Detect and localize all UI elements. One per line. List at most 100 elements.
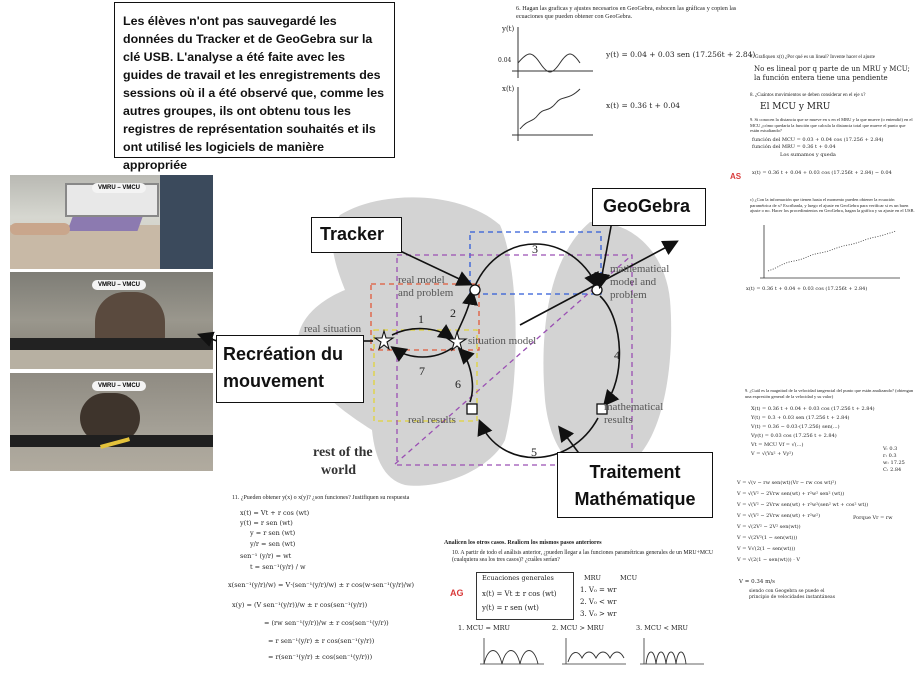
answer-7: No es lineal por q parte de un MRU y MCU… — [754, 65, 910, 82]
deriv-1: V = √(v − rw sen(wt)(Vr − rw cos wt)²) — [737, 480, 837, 486]
math-world-blob — [543, 221, 672, 474]
arrow-3 — [474, 243, 599, 289]
deriv-7: V = V√(2(1 − sen(wt))) — [737, 546, 796, 552]
label-situation-model: situation model — [468, 335, 537, 347]
const-c: C: 2.84 — [883, 467, 902, 473]
yx-line-9: = (rw sen⁻¹(y/r))/w ± r cos(sen⁻¹(y/r)) — [264, 619, 389, 627]
node-real-results — [466, 403, 478, 415]
arrow-4 — [599, 295, 621, 407]
arrow-7 — [390, 346, 453, 362]
deriv-5: V = √(2V² − 2V² sen(wt)) — [737, 524, 801, 530]
line-f5: x(t) = 0.36 t + 0.04 + 0.03 cos (17.256t… — [746, 286, 868, 292]
const-w: w: 17.25 — [883, 460, 905, 466]
line-f3: Los sumamos y queda — [780, 152, 836, 158]
node-real-situation — [373, 328, 395, 351]
yx-line-3: y = r sen (wt) — [250, 529, 296, 537]
real-world-blob — [297, 197, 516, 486]
worksheet-bottom-left: 11. ¿Pueden obtener y(x) o x(y)? ¿son fu… — [220, 495, 435, 673]
context-note-text: Les élèves n'ont pas sauvegardé les donn… — [123, 14, 385, 172]
arrow-1 — [391, 324, 455, 340]
vel-line-1: X(t) = 0.36 t + 0.04 + 0.03 cos (17.256 … — [751, 406, 875, 412]
arrow-2 — [456, 288, 478, 334]
equation-box — [476, 572, 574, 620]
tracker-pointer — [397, 249, 473, 286]
col-mcu: MCU — [620, 574, 638, 582]
step-7: 7 — [419, 364, 425, 378]
axis-x-label: x(t) — [502, 85, 515, 93]
axis-tick: 0.04 — [498, 57, 512, 64]
equation-x: x(t) = 0.36 t + 0.04 — [606, 101, 680, 110]
question-yx: 11. ¿Pueden obtener y(x) o x(y)? ¿son fu… — [232, 495, 410, 501]
case-1: 1. V₀ = wr — [580, 586, 617, 594]
line-f1: función del MCU = 0.03 + 0.04 cos (17.25… — [752, 137, 884, 143]
worksheet-bottom-mid: Analicen los otros casos. Realicen los m… — [440, 540, 730, 672]
recreation-frame — [373, 329, 478, 422]
step-6: 6 — [455, 377, 461, 391]
worksheet-top: 6. Hagan las graficas y ajustes necesari… — [498, 5, 755, 143]
recreation-to-photos — [196, 331, 218, 347]
node-math-results — [596, 403, 608, 415]
case-graphs — [480, 638, 704, 665]
section-heading: Analicen los otros casos. Realicen los m… — [444, 540, 602, 546]
label-math-model: mathematical model and problem — [610, 263, 670, 301]
deriv-2: V = √(V² − 2Vrw sen(wt) + r²w² sen² (wt)… — [737, 491, 845, 497]
case-2: 2. V₀ < wr — [580, 598, 617, 606]
vel-line-3: V(t) = 0.36 − 0.03·(17.256) sen(...) — [751, 424, 840, 430]
deriv-3: V = √(V² − 2Vrw sen(wt) + r²w²(sen² wt +… — [737, 502, 869, 508]
question-6: 6. Hagan las graficas y ajustes necesari… — [516, 5, 737, 20]
label-rest-world: rest of the world — [313, 445, 373, 478]
worksheet-right-graph — [760, 225, 900, 279]
video-tag: VMRU – VMCU — [92, 183, 147, 193]
const-v: V: 0.3 — [883, 446, 898, 452]
vel-line-4: Vy(t) = 0.03 cos (17.256 t + 2.84) — [751, 433, 837, 439]
eq-title: Ecuaciones generales — [482, 574, 554, 582]
line-f4: x(t) = 0.36 t + 0.04 + 0.03 cos (17.256t… — [752, 170, 892, 176]
step-1: 1 — [418, 312, 424, 326]
node-real-model — [469, 284, 481, 296]
video-frame-1: VMRU – VMCU — [10, 175, 213, 269]
question-11: 9. ¿Cuál es la magnitud de la velocidad … — [745, 388, 914, 399]
question-10: c) ¿Con la información que tienen hasta … — [750, 197, 915, 213]
deriv-6: V = √(2V²(1 − sen(wt))) — [737, 535, 798, 541]
equation-y: y(t) = 0.04 + 0.03 sen (17.256t + 2.84) — [606, 50, 756, 59]
geogebra-pointer — [594, 220, 613, 290]
worksheet-right2: 9. ¿Cuál es la magnitud de la velocidad … — [735, 388, 917, 613]
cabinet — [160, 175, 213, 269]
video-tag: VMRU – VMCU — [92, 381, 147, 391]
step-2: 2 — [450, 306, 456, 320]
geogebra-label: GeoGebra — [592, 188, 706, 226]
tracker-frame — [370, 283, 480, 351]
worksheet-graphs — [512, 27, 593, 141]
recreation-label: Recréation du mouvement — [216, 335, 364, 403]
yx-line-10: = r sen⁻¹(y/r) ± r cos(sen⁻¹(y/r)) — [268, 637, 375, 645]
result: V = 0.34 m/s — [739, 579, 775, 585]
col-mru: MRU — [584, 574, 602, 582]
case-3: 3. V₀ > wr — [580, 610, 617, 618]
line-f2: función del MRU = 0.36 t + 0.04 — [752, 144, 836, 150]
label-real-results: real results — [408, 414, 456, 426]
arm — [10, 223, 70, 235]
deriv-8: V = √(2(1 − sen(wt))) · V — [737, 557, 801, 563]
eq-2: y(t) = r sen (wt) — [482, 604, 539, 612]
question-8: 8. ¿Cuántos movimientos se deben conside… — [750, 93, 866, 98]
graph-label-1: 1. MCU = MRU — [458, 624, 510, 632]
vel-line-5: Vt = MCU Vf = √(...) — [751, 442, 804, 448]
arrow-6 — [457, 347, 475, 403]
axis-y-label: y(t) — [502, 25, 515, 33]
traitement-label: Traitement Mathématique — [557, 452, 713, 518]
question-10-general: 10. A partir de todo el análisis anterio… — [452, 550, 714, 563]
yx-line-8: x(y) = (V sen⁻¹(y/r))/w ± r cos(sen⁻¹(y/… — [232, 601, 368, 609]
ag-code: AG — [450, 588, 464, 598]
context-note: Les élèves n'ont pas sauvegardé les donn… — [114, 2, 395, 172]
yx-line-1: x(t) = Vt + r cos (wt) — [240, 509, 310, 517]
yx-line-5: sen⁻¹ (y/r) = wt — [240, 552, 292, 560]
step-5: 5 — [531, 445, 537, 459]
step-3: 3 — [532, 242, 538, 256]
yx-line-4: y/r = sen (wt) — [250, 540, 296, 548]
question-7: 7. Grafiquen x(t) ¿Por qué es un lineal?… — [750, 55, 875, 60]
yx-line-11: = r(sen⁻¹(y/r) ± cos(sen⁻¹(y/r))) — [268, 653, 373, 661]
video-frame-3: VMRU – VMCU — [10, 373, 213, 471]
yx-line-7: x(sen⁻¹(y/r)/w) = V·(sen⁻¹(y/r)/w) ± r c… — [228, 581, 415, 589]
tracker-label: Tracker — [311, 217, 402, 253]
